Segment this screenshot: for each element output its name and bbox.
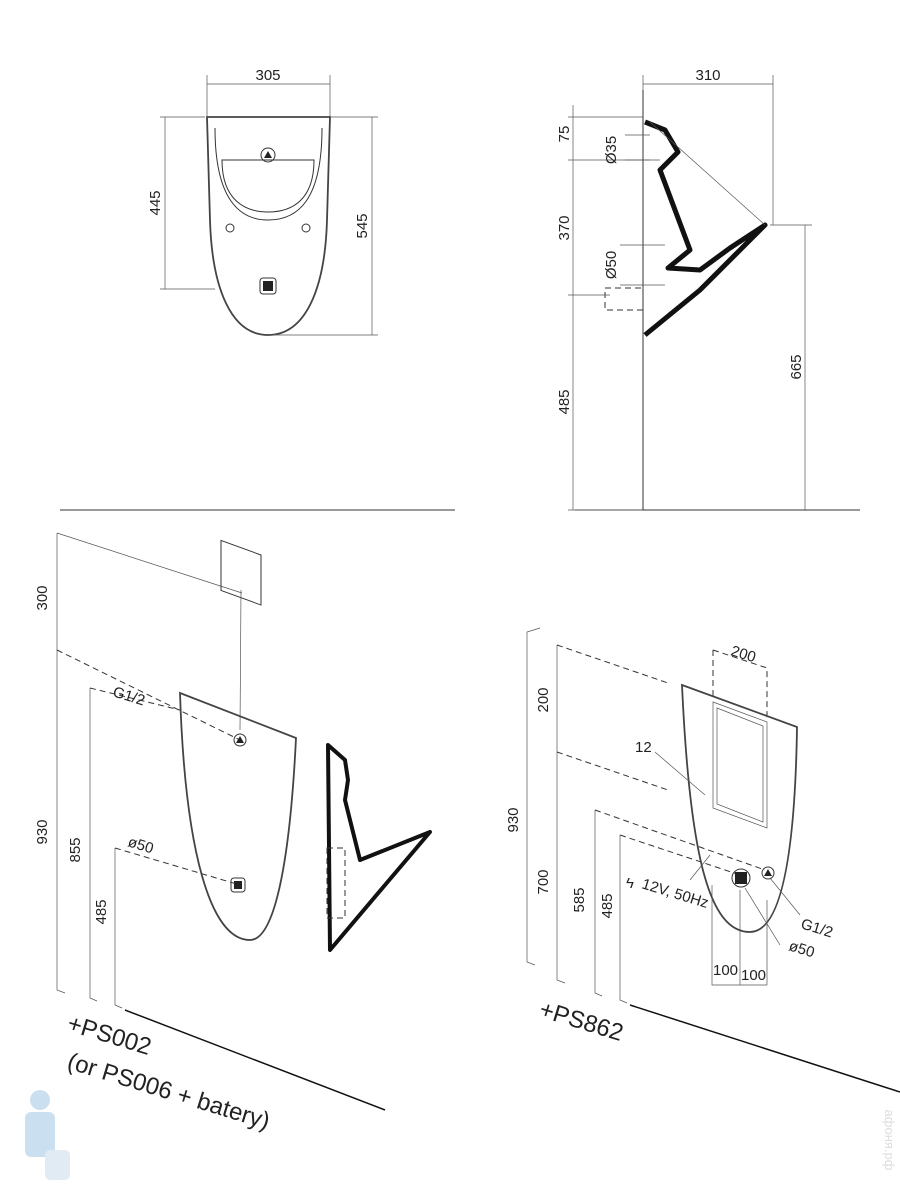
- outlet-square: [234, 881, 242, 889]
- offset-label: 12: [635, 739, 652, 756]
- basin-outline: [214, 127, 323, 221]
- outlet-diameter: Ø50: [603, 251, 620, 279]
- urinal-iso-left: [179, 691, 297, 941]
- inlet-triangle-icon: [764, 869, 772, 876]
- outlet-icon: [731, 868, 751, 888]
- urinal-iso-right: [681, 683, 798, 933]
- inlet-label: G1/2: [799, 916, 835, 942]
- power-icon: ϟ: [626, 875, 634, 892]
- inlet-icon: [233, 733, 247, 747]
- opening-dim: [712, 649, 768, 720]
- urinal-front-outline: [206, 116, 331, 336]
- sensor-link: [239, 589, 242, 731]
- floor-line: [629, 1004, 900, 1093]
- dim-depth: 310: [695, 67, 720, 84]
- dim-545-line: [270, 116, 378, 336]
- dim-outlet: 485: [599, 893, 616, 918]
- dim-inlet: 855: [67, 837, 84, 862]
- floor-line: [124, 1009, 386, 1111]
- dim-mid: 700: [535, 869, 552, 894]
- dim-445-line: [160, 116, 215, 290]
- dim-top: 300: [34, 585, 51, 610]
- outlet-square: [735, 872, 747, 884]
- kit-label: +PS862: [536, 996, 626, 1047]
- basin-inner: [221, 159, 315, 213]
- installation-right: 200 12 ϟ 12V, 50Hz G1/2 ø50 100 100 200 …: [505, 627, 900, 1093]
- outlet-label: ø50: [787, 938, 817, 962]
- dim-verticals: [56, 532, 243, 1009]
- dim-total: 930: [34, 819, 51, 844]
- dim-bottom-height: 485: [556, 389, 573, 414]
- diameter-ticks: [620, 134, 665, 286]
- inlet-triangle-icon: [264, 151, 272, 158]
- mount-hole-right: [301, 223, 311, 233]
- inlet-icon: [260, 147, 276, 163]
- spacing-right: 100: [741, 967, 766, 984]
- inlet-diameter: Ø35: [603, 136, 620, 164]
- outlet-square: [263, 281, 273, 291]
- watermark: афоня.рф: [882, 1110, 897, 1171]
- mount-hole-left: [225, 223, 235, 233]
- dim-left-lines: [568, 105, 660, 511]
- dim-width: 305: [255, 67, 280, 84]
- dashed-guides: [556, 644, 766, 876]
- dashed-guides: [56, 649, 241, 886]
- dim-width-line: [206, 75, 331, 117]
- dim-power: 585: [571, 887, 588, 912]
- dim-verticals: [526, 627, 628, 1004]
- spacing-left: 100: [713, 962, 738, 979]
- urinal-side-profile: [643, 119, 768, 337]
- opening-width: 200: [729, 643, 758, 667]
- leaders: [689, 854, 801, 986]
- plumber-logo: [25, 1090, 70, 1180]
- installation-left: 300 930 855 485 G1/2 ø50 +PS002 (or PS00…: [34, 532, 432, 1135]
- inlet-icon: [761, 866, 775, 880]
- dim-outlet: 485: [93, 899, 110, 924]
- inlet-triangle-icon: [236, 736, 244, 743]
- rim-line: [649, 121, 766, 226]
- outlet-icon: [230, 877, 246, 893]
- outlet-pipe: [604, 287, 644, 311]
- dim-body-height: 445: [147, 190, 164, 215]
- pipe-box: [326, 847, 346, 919]
- outlet-icon: [259, 277, 277, 295]
- dim-665-line: [770, 224, 812, 510]
- urinal-side-iso: [326, 743, 432, 952]
- dim-top: 200: [535, 687, 552, 712]
- side-view: 310 75 370 485 Ø35 Ø50 665: [556, 67, 860, 511]
- panel-opening: [712, 701, 768, 829]
- offset-leader: [654, 751, 706, 796]
- dim-total: 930: [505, 807, 522, 832]
- inlet-label: G1/2: [111, 684, 147, 710]
- outlet-label: ø50: [126, 834, 156, 858]
- dim-rim-height: 665: [788, 354, 805, 379]
- kit-alt-label: (or PS006 + batery): [64, 1048, 273, 1135]
- dim-mid-height: 370: [556, 215, 573, 240]
- power-label: 12V, 50Hz: [640, 876, 711, 912]
- dim-top-offset: 75: [556, 126, 573, 143]
- dim-310-line: [642, 75, 774, 225]
- front-view: 305 445 545: [147, 67, 378, 336]
- dim-total-height: 545: [354, 213, 371, 238]
